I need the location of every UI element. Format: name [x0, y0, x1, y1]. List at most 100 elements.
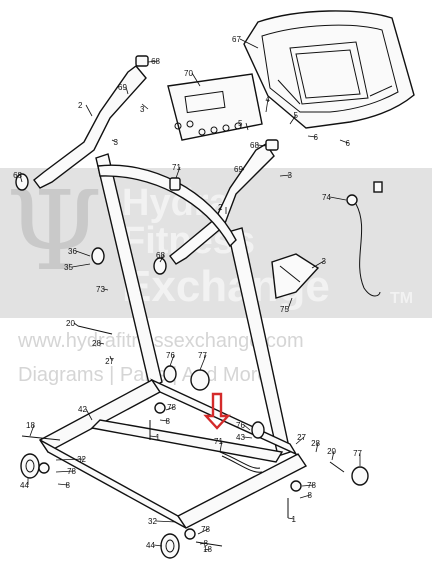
callout-label: 69 [234, 165, 243, 174]
callout-label: 1 [292, 515, 297, 524]
callout-leader [169, 354, 175, 367]
callout-label: 20 [327, 447, 336, 456]
callout-leader [141, 103, 149, 110]
callout-leader [295, 436, 305, 445]
callout-leader [149, 435, 159, 438]
callout-leader [71, 263, 91, 268]
callout-label: 5 [294, 111, 299, 120]
pivot-parts [38, 247, 369, 540]
callout-leader [73, 322, 79, 327]
callout-leader [289, 114, 297, 125]
callout-label: 20 [66, 319, 75, 328]
end-caps [15, 55, 279, 275]
callout-label: 2 [218, 203, 223, 212]
callout-label: 28 [311, 439, 320, 448]
callout-leader [159, 254, 165, 263]
callout-label: 70 [184, 69, 193, 78]
callout-label: 68 [156, 251, 165, 260]
callout-label: 71 [172, 163, 181, 172]
callout-label: 42 [78, 405, 87, 414]
wheel-front-left [20, 453, 40, 479]
callout-leader [155, 520, 177, 523]
callout-leader [311, 260, 325, 269]
callout-label: 1 [156, 433, 161, 442]
callout-label: 6 [346, 139, 351, 148]
callout-leader [19, 174, 23, 183]
callout-label: 35 [64, 263, 73, 272]
callout-leader [165, 406, 175, 411]
watermark-url: www.hydrafitnessexchange.com [18, 330, 304, 352]
callout-leader [85, 408, 93, 421]
callout-leader [329, 196, 347, 201]
callout-leader [159, 419, 169, 422]
watermark-tm: TM [390, 290, 414, 307]
callout-label: 68 [13, 171, 22, 180]
callout-label: 6 [314, 133, 319, 142]
callout-leader [287, 517, 295, 520]
callout-label: 71 [214, 437, 223, 446]
callout-leader [147, 60, 159, 63]
callout-leader [301, 484, 315, 487]
callout-label: 5 [238, 119, 243, 128]
pulse-cable [169, 177, 263, 473]
callout-label: 68 [250, 141, 259, 150]
callout-label: 77 [198, 351, 207, 360]
callout-label: 78 [307, 481, 316, 490]
callout-label: 44 [146, 541, 155, 550]
callout-label: 18 [26, 421, 35, 430]
callout-leader [191, 72, 201, 87]
left-upright [95, 153, 163, 390]
left-handrail [33, 65, 147, 189]
callout-leader [197, 528, 209, 535]
callout-leader [243, 436, 253, 439]
callout-leader [279, 174, 291, 177]
callout-label: 77 [353, 449, 362, 458]
callout-label: 27 [297, 433, 306, 442]
callout-leader [219, 440, 223, 453]
callout-leader [199, 542, 207, 545]
callout-leader [203, 548, 211, 551]
callout-leader [307, 135, 317, 138]
callout-label: 4 [266, 95, 271, 104]
callout-label: 3 [114, 138, 119, 147]
callout-leader [57, 483, 69, 486]
callout-label: 74 [322, 193, 331, 202]
callout-leader [99, 342, 105, 345]
callout-leader [243, 424, 251, 431]
right-handrail [169, 143, 275, 265]
callout-label: 76 [236, 421, 245, 430]
power-cord [346, 181, 383, 297]
console-hood [243, 10, 415, 129]
callout-leader [109, 355, 113, 362]
callout-leader [111, 139, 117, 143]
callout-label: 28 [92, 339, 101, 348]
bracket [271, 253, 320, 299]
callout-label: 32 [77, 455, 86, 464]
callout-label: 3 [322, 257, 327, 266]
watermark-logo: Ψ [6, 167, 103, 295]
callout-leader [103, 288, 109, 291]
callout-leader [75, 250, 91, 257]
callout-label: 36 [68, 247, 77, 256]
callout-leader [175, 166, 181, 179]
callout-label: 3 [140, 105, 145, 114]
callout-leader [265, 98, 269, 113]
callout-label: 67 [232, 35, 241, 44]
red-arrow [203, 392, 231, 430]
callout-label: 44 [20, 481, 29, 490]
callout-leader [331, 450, 335, 461]
callout-leader [245, 122, 249, 131]
callout-label: 27 [105, 357, 114, 366]
callout-leader [241, 168, 245, 171]
callout-label: 8 [66, 481, 71, 490]
callout-label: 8 [308, 491, 313, 500]
callout-leader [339, 139, 349, 144]
callout-leader [125, 86, 129, 95]
callout-label: 69 [118, 83, 127, 92]
callout-label: 75 [280, 305, 289, 314]
callout-label: 43 [236, 433, 245, 442]
callout-label: 78 [167, 403, 176, 412]
callout-leader [257, 144, 267, 147]
callout-leader [199, 354, 207, 371]
